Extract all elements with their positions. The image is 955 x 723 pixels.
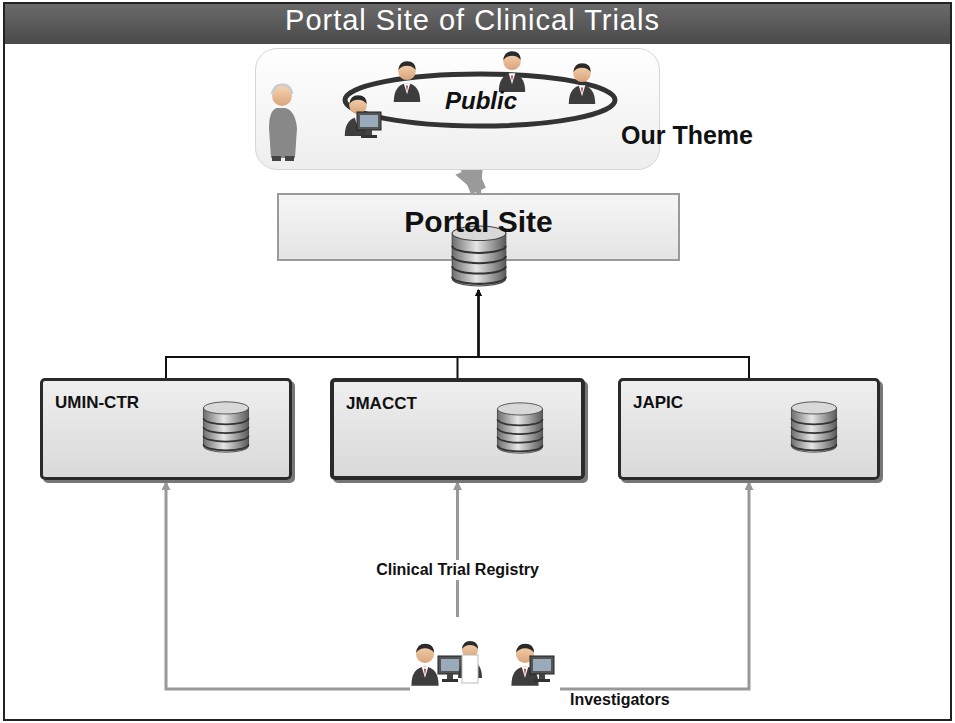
registry-box: JAPIC: [618, 378, 880, 480]
theme-label: Our Theme: [621, 121, 753, 150]
connector: [479, 290, 750, 378]
node-label: JMACCT: [334, 382, 581, 414]
registry-box: UMIN-CTR: [40, 378, 292, 480]
registry-box: JMACCT: [330, 378, 585, 480]
connector: [458, 290, 479, 378]
elderly-figure: [269, 85, 297, 161]
investigators-group: Investigators: [398, 615, 566, 695]
portal-box: Portal Site: [277, 193, 680, 261]
title: Portal Site of Clinical Trials: [0, 4, 945, 37]
database-icon: [788, 399, 840, 455]
connector: [166, 482, 410, 689]
connector: [560, 482, 749, 689]
database-icon: [494, 400, 546, 456]
investigator-figures: [411, 641, 554, 686]
node-label: Portal Site: [279, 195, 678, 239]
edge-label: Clinical Trial Registry: [373, 560, 542, 580]
connector: [166, 290, 479, 378]
public-group: Public: [255, 48, 660, 170]
node-label: UMIN-CTR: [43, 381, 289, 413]
database-icon: [200, 399, 252, 455]
node-label: Investigators: [570, 691, 670, 709]
node-label: Public: [256, 87, 706, 115]
node-label: JAPIC: [621, 381, 877, 413]
connector: [456, 482, 459, 617]
